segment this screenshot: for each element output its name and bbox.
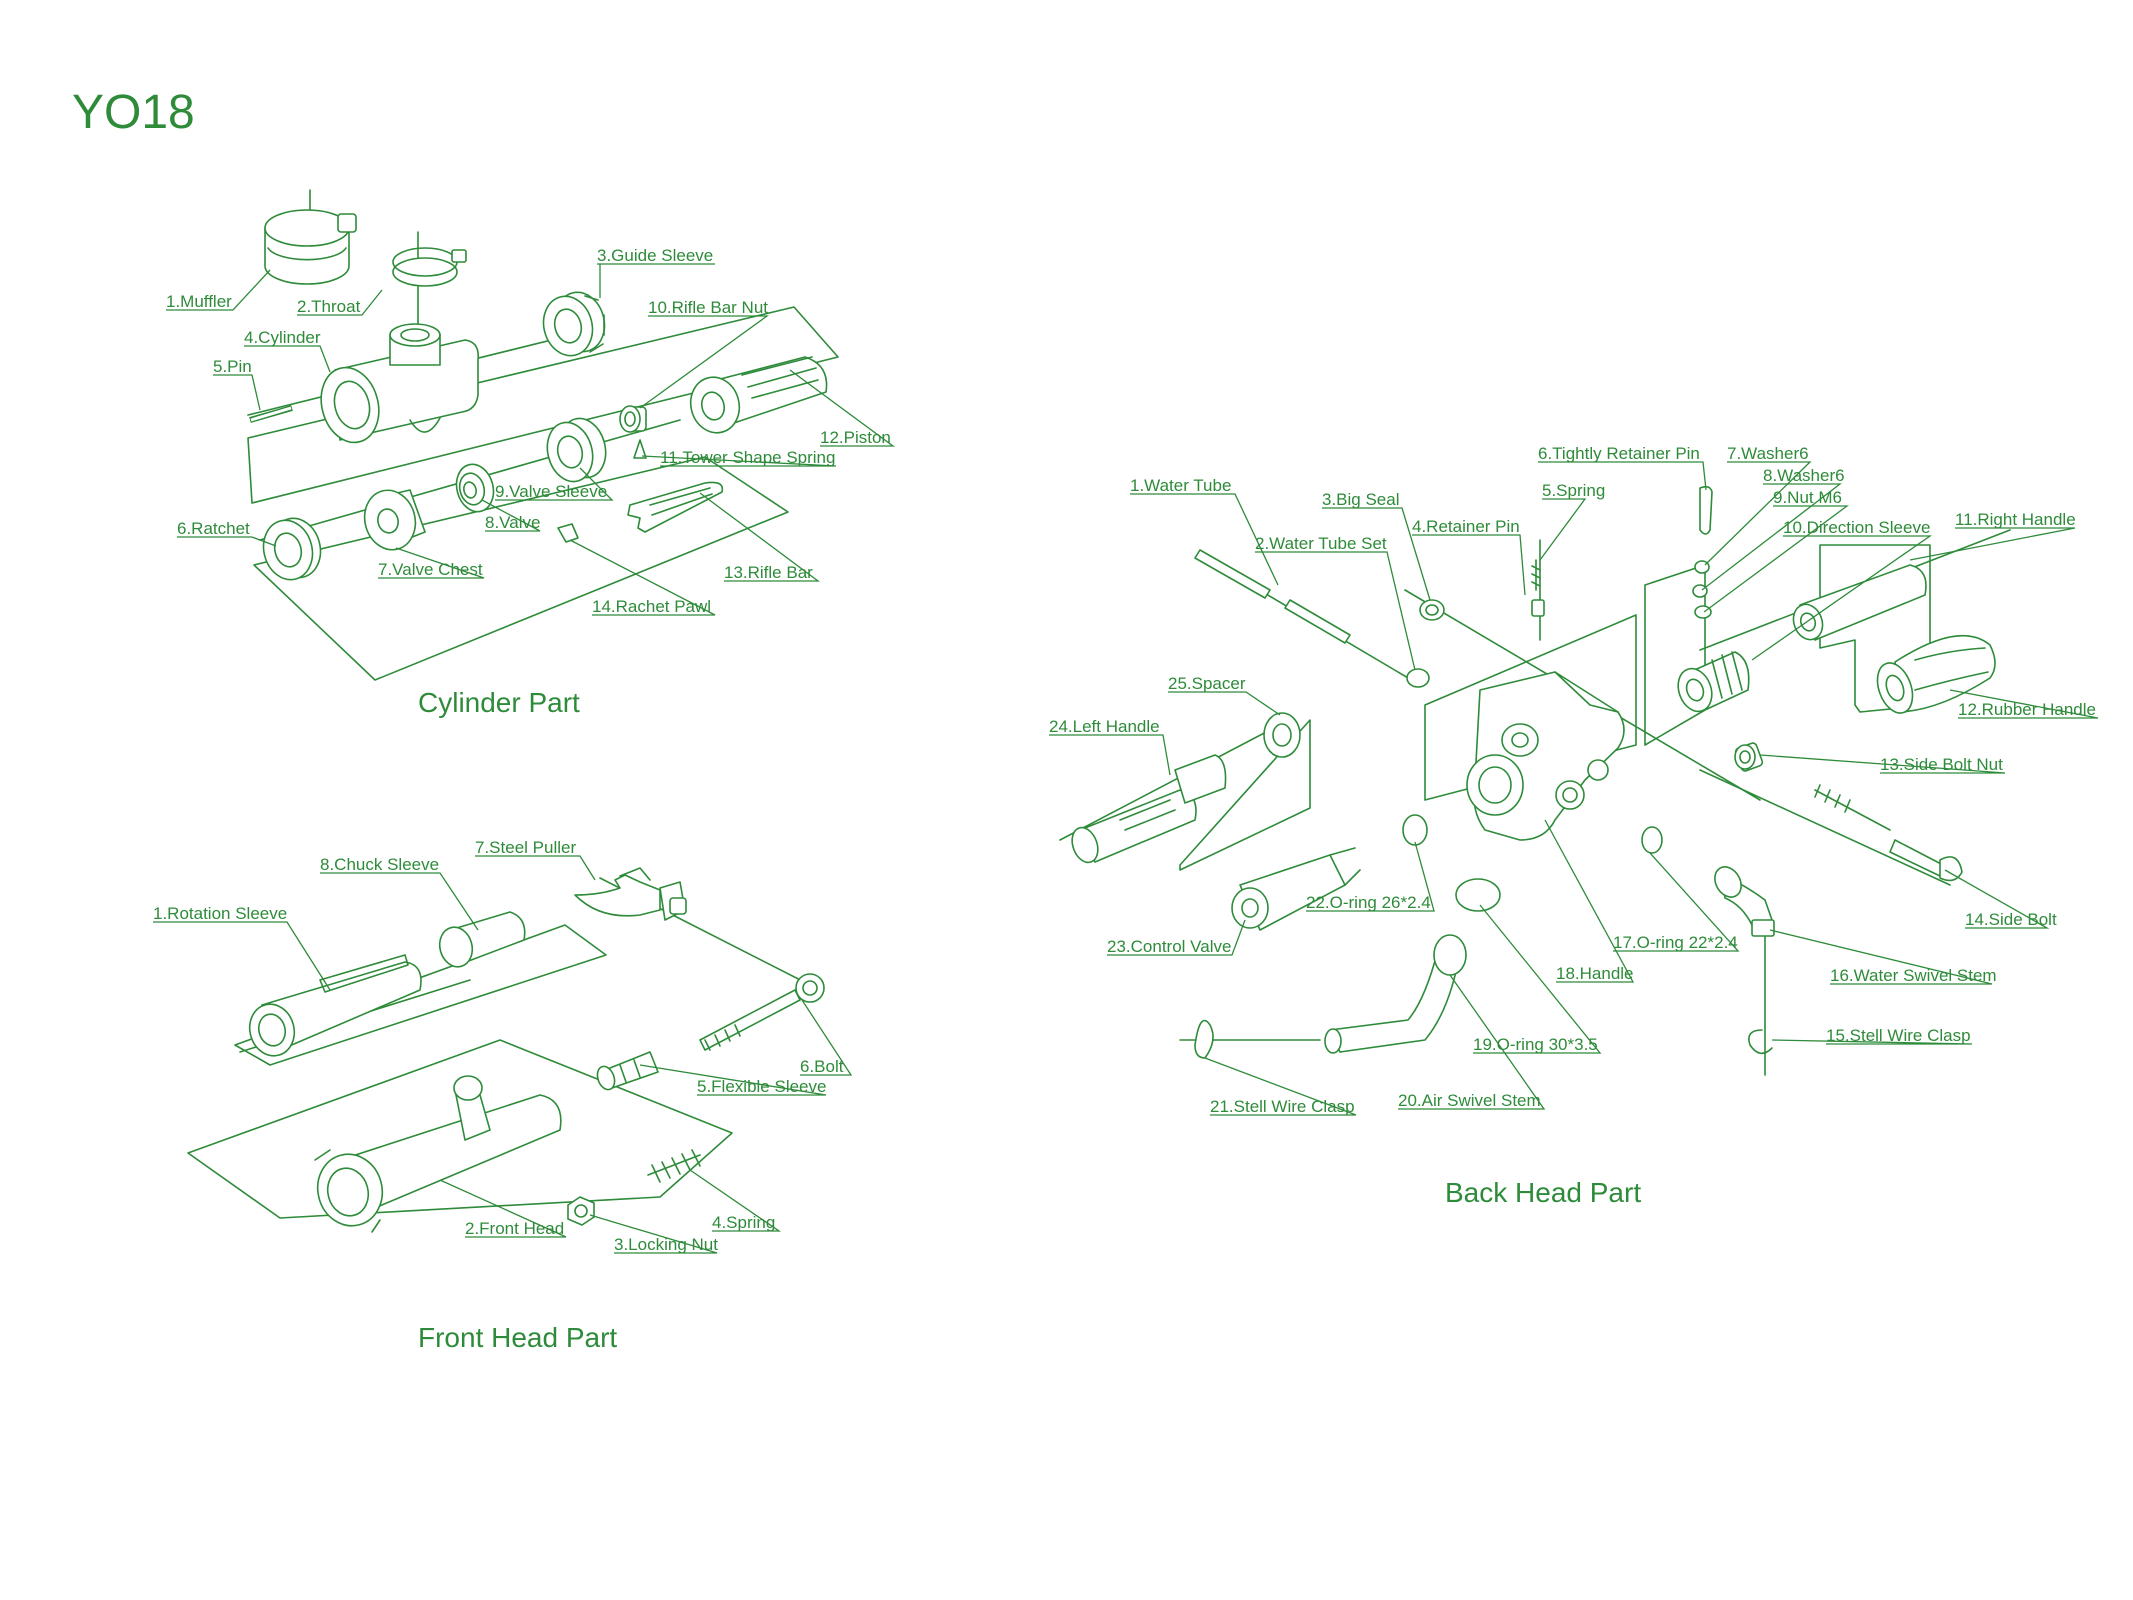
cylinder-part-labels: 1.Muffler 2.Throat 3.Guide Sleeve 4.Cyli… (166, 246, 891, 616)
label-cyl-4-cylinder: 4.Cylinder (244, 328, 321, 347)
flexible-sleeve-part (596, 1051, 659, 1091)
label-cyl-8-valve: 8.Valve (485, 513, 540, 532)
label-bh-14-side-bolt: 14.Side Bolt (1965, 910, 2057, 929)
valve-chest-part (363, 489, 426, 551)
label-cyl-11-tower-shape-spring: 11.Tower Shape Spring (660, 448, 835, 467)
air-swivel-stem-part (1324, 934, 1467, 1054)
label-bh-21-stell-wire-clasp: 21.Stell Wire Clasp (1210, 1097, 1355, 1116)
label-bh-8-washer6: 8.Washer6 (1763, 466, 1845, 485)
label-bh-3-big-seal: 3.Big Seal (1322, 490, 1400, 509)
label-fh-2-front-head: 2.Front Head (465, 1219, 564, 1238)
direction-sleeve-part (1677, 651, 1750, 713)
label-fh-5-flexible-sleeve: 5.Flexible Sleeve (697, 1077, 826, 1096)
front-head-leaders (153, 855, 853, 1254)
label-bh-6-tightly-retainer-pin: 6.Tightly Retainer Pin (1538, 444, 1700, 463)
label-cyl-7-valve-chest: 7.Valve Chest (378, 560, 483, 579)
label-bh-1-water-tube: 1.Water Tube (1130, 476, 1231, 495)
label-cyl-13-rifle-bar: 13.Rifle Bar (724, 563, 813, 582)
label-fh-1-rotation-sleeve: 1.Rotation Sleeve (153, 904, 287, 923)
model-title: YO18 (72, 86, 195, 139)
ratchet-part (262, 517, 322, 581)
front-head-part-labels: 1.Rotation Sleeve 2.Front Head 3.Locking… (153, 838, 844, 1254)
back-handle-body-part (1466, 671, 1625, 841)
cylinder-body-part (320, 323, 480, 444)
label-bh-13-side-bolt-nut: 13.Side Bolt Nut (1880, 755, 2003, 774)
label-bh-11-right-handle: 11.Right Handle (1955, 510, 2076, 529)
label-fh-3-locking-nut: 3.Locking Nut (614, 1235, 718, 1254)
label-bh-2-water-tube-set: 2.Water Tube Set (1255, 534, 1387, 553)
label-bh-17-o-ring-22: 17.O-ring 22*2.4 (1613, 933, 1738, 952)
throat-part (392, 247, 467, 287)
label-bh-9-nut-m6: 9.Nut M6 (1773, 488, 1842, 507)
chuck-sleeve-part (438, 911, 526, 968)
bolt-part (699, 973, 825, 1051)
label-cyl-6-ratchet: 6.Ratchet (177, 519, 250, 538)
rubber-handle-part (1876, 634, 1996, 714)
back-head-part-title: Back Head Part (1445, 1177, 1641, 1208)
rotation-sleeve-part (248, 954, 422, 1057)
stell-wire-clasp-15-part (1748, 1029, 1773, 1055)
right-handle-part (1792, 564, 1927, 641)
label-bh-4-retainer-pin: 4.Retainer Pin (1412, 517, 1520, 536)
label-fh-8-chuck-sleeve: 8.Chuck Sleeve (320, 855, 439, 874)
label-bh-23-control-valve: 23.Control Valve (1107, 937, 1231, 956)
label-bh-18-handle: 18.Handle (1556, 964, 1634, 983)
label-cyl-5-pin: 5.Pin (213, 357, 252, 376)
stell-wire-clasp-21-part (1194, 1019, 1214, 1059)
label-cyl-1-muffler: 1.Muffler (166, 292, 232, 311)
back-head-part-labels: 1.Water Tube 2.Water Tube Set 3.Big Seal… (1049, 444, 2096, 1116)
cylinder-leaders (166, 263, 895, 616)
label-bh-7-washer6: 7.Washer6 (1727, 444, 1809, 463)
front-head-body-part (314, 1075, 562, 1233)
valve-part (455, 463, 495, 513)
label-bh-15-stell-wire-clasp: 15.Stell Wire Clasp (1826, 1026, 1971, 1045)
valve-sleeve-part (546, 417, 607, 483)
label-bh-25-spacer: 25.Spacer (1168, 674, 1246, 693)
piston-part (689, 356, 828, 434)
label-cyl-9-valve-sleeve: 9.Valve Sleeve (495, 482, 607, 501)
left-handle-part (1071, 754, 1227, 864)
cylinder-part-drawing (247, 189, 839, 681)
label-fh-7-steel-puller: 7.Steel Puller (475, 838, 576, 857)
label-cyl-10-rifle-bar-nut: 10.Rifle Bar Nut (648, 298, 768, 317)
back-head-leaders (1049, 461, 2099, 1116)
muffler-part (264, 209, 357, 285)
locking-nut-part (567, 1196, 595, 1226)
front-head-part-drawing (187, 867, 825, 1233)
cylinder-part-title: Cylinder Part (418, 687, 580, 718)
label-cyl-14-rachet-pawl: 14.Rachet Pawl (592, 597, 711, 616)
label-bh-20-air-swivel-stem: 20.Air Swivel Stem (1398, 1091, 1541, 1110)
water-swivel-stem-part (1714, 866, 1775, 937)
label-bh-12-rubber-handle: 12.Rubber Handle (1958, 700, 2096, 719)
back-head-part-drawing (1059, 485, 2011, 1076)
label-fh-6-bolt: 6.Bolt (800, 1057, 844, 1076)
label-cyl-3-guide-sleeve: 3.Guide Sleeve (597, 246, 713, 265)
control-valve-part (1231, 847, 1361, 931)
label-cyl-2-throat: 2.Throat (297, 297, 361, 316)
rifle-bar-nut-part (619, 405, 647, 433)
spring-part (647, 1149, 701, 1183)
front-head-part-title: Front Head Part (418, 1322, 617, 1353)
side-bolt-nut-part (1734, 742, 1764, 772)
guide-sleeve-part (542, 291, 606, 357)
label-bh-5-spring: 5.Spring (1542, 481, 1605, 500)
label-bh-22-o-ring-26: 22.O-ring 26*2.4 (1306, 893, 1431, 912)
label-fh-4-spring: 4.Spring (712, 1213, 775, 1232)
label-bh-19-o-ring-30: 19.O-ring 30*3.5 (1473, 1035, 1598, 1054)
label-bh-16-water-swivel-stem: 16.Water Swivel Stem (1830, 966, 1997, 985)
label-bh-24-left-handle: 24.Left Handle (1049, 717, 1160, 736)
steel-puller-part (574, 867, 687, 921)
label-cyl-12-piston: 12.Piston (820, 428, 891, 447)
label-bh-10-direction-sleeve: 10.Direction Sleeve (1783, 518, 1930, 537)
